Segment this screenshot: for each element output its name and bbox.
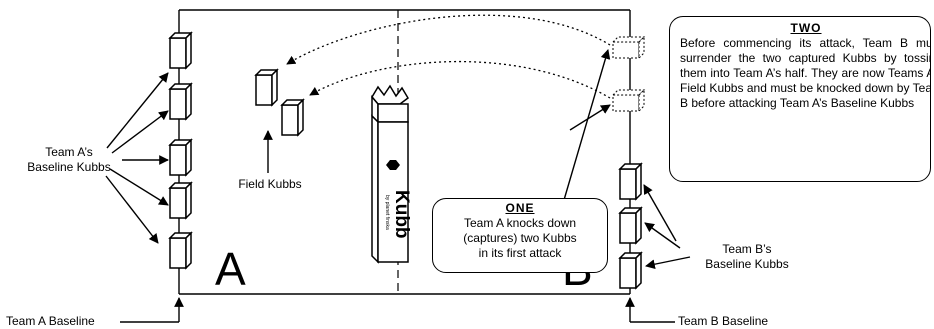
pointer-arrows [105, 49, 691, 323]
kubb [619, 252, 642, 289]
kubb [169, 32, 192, 69]
callout-two-body: Before commencing its attack, Team B mus… [680, 36, 931, 110]
throw-arc-upper [286, 14, 611, 65]
throw-arcs [286, 14, 611, 99]
team-a-baseline-kubbs [169, 32, 192, 269]
callout-one: ONE Team A knocks down (captures) two Ku… [432, 198, 608, 273]
kubb [281, 99, 304, 136]
team-a-baseline-label: Team A Baseline [6, 314, 95, 328]
king-logo-subtext: by planet finska [384, 195, 390, 230]
kubb [169, 232, 192, 269]
team-b-baseline-kubbs-label: Team B’s Baseline Kubbs [705, 242, 789, 271]
captured-kubb [612, 36, 645, 59]
king: Kubb by planet finska [371, 84, 412, 264]
throw-arc-lower [309, 60, 611, 99]
team-a-baseline-kubbs-label: Team A’s Baseline Kubbs [27, 145, 111, 174]
kubb [619, 163, 642, 200]
kubb [169, 182, 192, 219]
captured-kubb [612, 89, 645, 112]
field-kubbs-label: Field Kubbs [238, 177, 302, 191]
kubb [619, 207, 642, 244]
callout-two: TWO Before commencing its attack, Team B… [669, 16, 931, 182]
callout-one-heading: ONE [505, 201, 535, 215]
callout-two-heading: TWO [790, 21, 822, 35]
field-kubbs [255, 69, 304, 136]
captured-kubbs [612, 36, 645, 112]
kubb [169, 83, 192, 120]
kubb [255, 69, 278, 106]
team-b-baseline-kubbs [619, 163, 642, 289]
team-b-baseline-label: Team B Baseline [678, 314, 769, 328]
callout-one-line: (captures) two Kubbs [463, 231, 577, 245]
king-logo-text: Kubb [391, 190, 412, 239]
callout-one-line: in its first attack [478, 246, 562, 260]
kubb [169, 139, 192, 176]
callout-one-line: Team A knocks down [463, 216, 577, 230]
team-a-letter: A [215, 243, 246, 295]
